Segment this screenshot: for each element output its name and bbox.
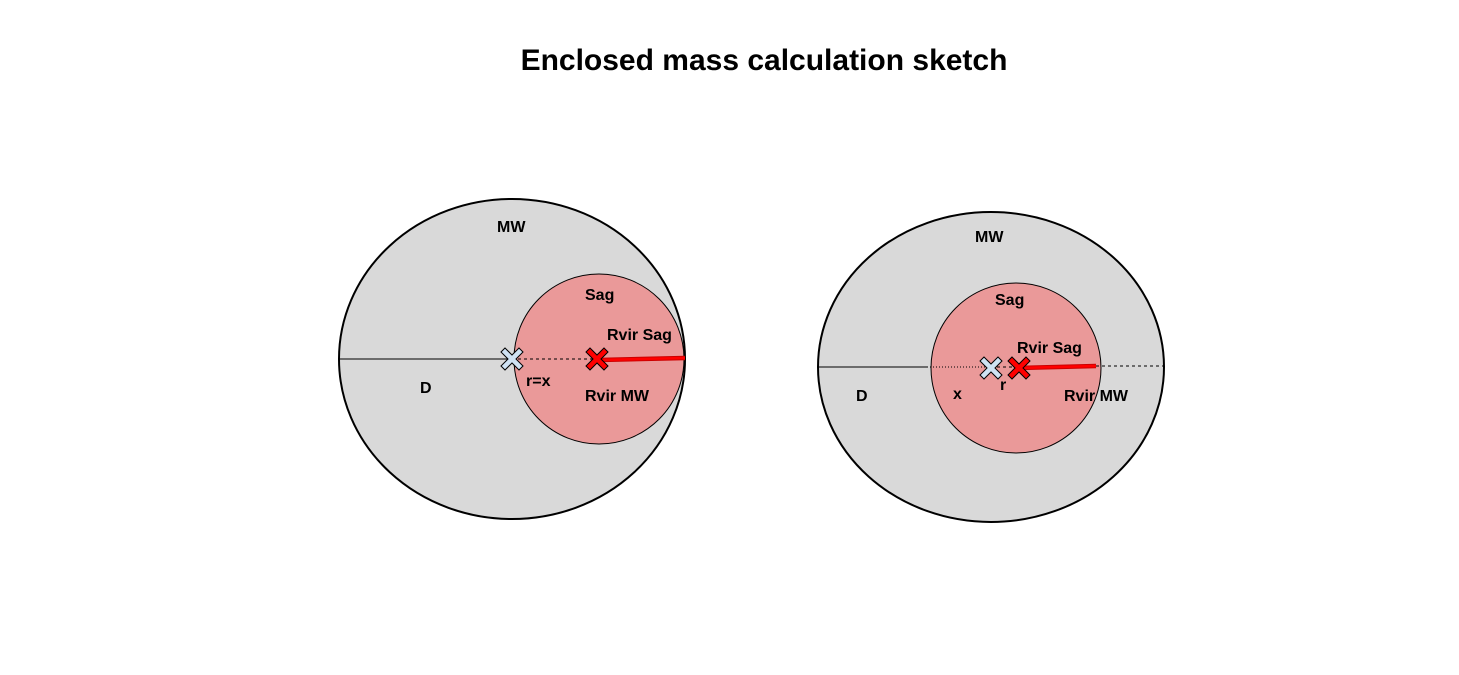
label-distance: D xyxy=(420,380,432,397)
label-rvir-sag: Rvir Sag xyxy=(607,327,672,344)
label-sag: Sag xyxy=(995,292,1024,309)
label-radius: r xyxy=(1000,377,1006,394)
label-rvir-mw: Rvir MW xyxy=(1064,388,1129,405)
label-distance: D xyxy=(856,388,868,405)
label-radius: r=x xyxy=(526,373,551,390)
panel-left: MW Sag Rvir Sag Rvir MW D r=x xyxy=(338,198,686,520)
label-rvir-mw: Rvir MW xyxy=(585,388,650,405)
rvir-sag-line-highlight xyxy=(598,356,686,362)
label-x: x xyxy=(953,386,962,403)
label-sag: Sag xyxy=(585,287,614,304)
label-mw: MW xyxy=(975,229,1004,246)
rvir-sag-line-highlight xyxy=(1017,364,1097,370)
label-rvir-sag: Rvir Sag xyxy=(1017,340,1082,357)
page-title: Enclosed mass calculation sketch xyxy=(520,44,1008,77)
panel-right: MW Sag Rvir Sag Rvir MW D x r xyxy=(817,211,1165,523)
label-mw: MW xyxy=(497,219,526,236)
